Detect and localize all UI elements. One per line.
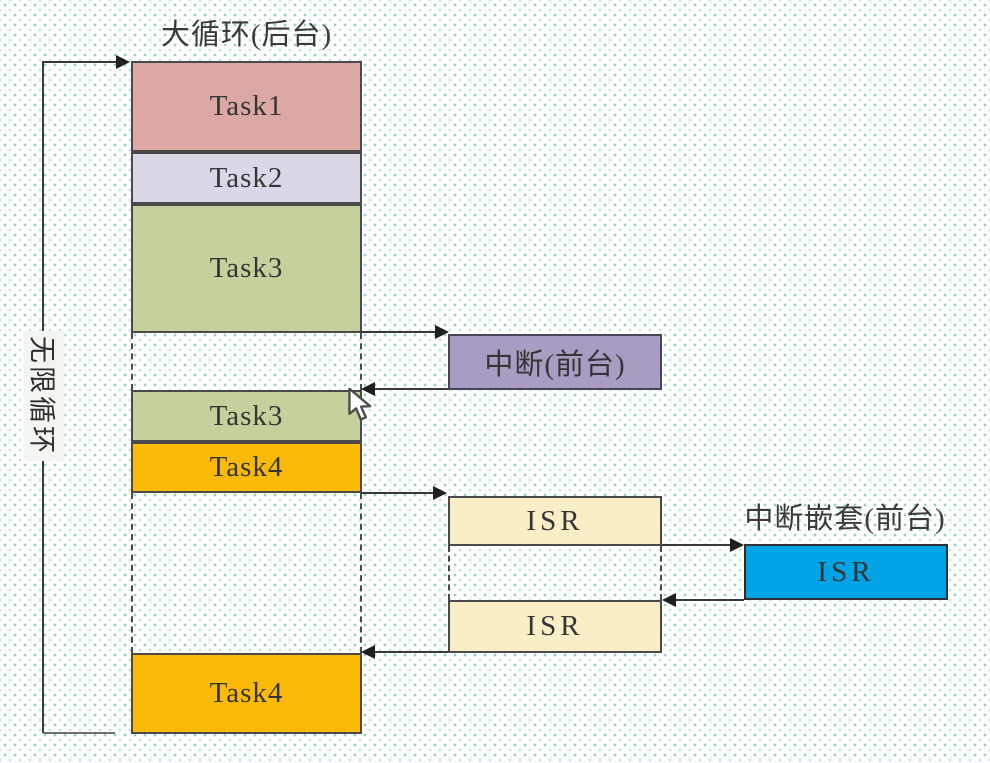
background-loop-title: 大循环(后台) (160, 19, 333, 51)
task-block-task1: Task1 (131, 61, 362, 152)
arrow-task4-to-isr-head-icon (433, 486, 447, 500)
task-label: Task4 (209, 451, 284, 483)
arrow-isr-to-nested-line (662, 544, 732, 546)
isr-block-second: ISR (448, 600, 662, 653)
isr-label: ISR (526, 504, 584, 537)
task-label: Task1 (209, 90, 284, 122)
infinite-loop-label: 无限循环 (23, 331, 65, 461)
nested-isr-block: ISR (744, 544, 948, 600)
task-label: Task3 (209, 252, 284, 284)
task-block-task3-resume: Task3 (131, 390, 362, 442)
arrow-isr-to-nested-head-icon (730, 538, 744, 552)
arrow-task3-to-interrupt-line (361, 331, 437, 333)
isr-block-first: ISR (448, 496, 662, 546)
loop-bracket-bottom-line (43, 732, 115, 734)
arrow-interrupt-return-line (374, 388, 448, 390)
preempted-gap-interrupt (131, 333, 362, 390)
isr-preempted-gap (448, 546, 662, 600)
arrow-task3-to-interrupt-head-icon (435, 325, 449, 339)
task-block-task4-resume: Task4 (131, 653, 362, 734)
mouse-cursor-icon (348, 388, 372, 421)
isr-label: ISR (817, 555, 875, 588)
nested-interrupt-title: 中断嵌套(前台) (744, 503, 946, 535)
arrow-nested-return-line (676, 599, 744, 601)
task-label: Task4 (209, 677, 284, 709)
task-label: Task2 (209, 161, 284, 194)
arrow-isr-return-line (374, 651, 448, 653)
isr-label: ISR (526, 610, 584, 642)
task-label: Task3 (209, 399, 284, 432)
interrupt-block: 中断(前台) (448, 334, 662, 390)
arrow-isr-return-head-icon (361, 645, 375, 659)
arrow-interrupt-return-head-icon (361, 382, 375, 396)
arrow-task4-to-isr-line (361, 492, 435, 494)
arrow-nested-return-head-icon (662, 593, 676, 607)
interrupt-block-label: 中断(前台) (484, 349, 626, 381)
preempted-gap-nested-interrupt (131, 493, 362, 653)
task-block-task2: Task2 (131, 152, 362, 204)
task-block-task3: Task3 (131, 204, 362, 333)
loop-entry-arrowhead-icon (116, 55, 130, 69)
task-block-task4: Task4 (131, 442, 362, 493)
loop-bracket-top-line (42, 61, 118, 63)
